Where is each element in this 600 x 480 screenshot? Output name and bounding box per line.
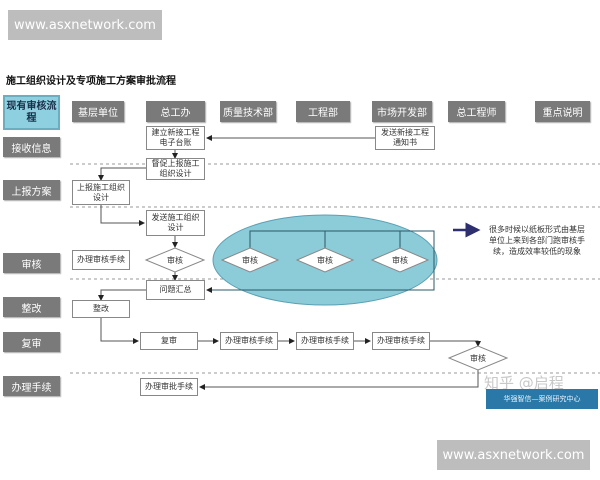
rereview-box: 复审 [140,332,198,350]
watermark-banner: 华强智信—案例研究中心 [486,389,598,409]
handle-box: 办理审核手续 [296,332,354,350]
column-header: 工程部 [296,101,350,122]
key-note: 很多时候以纸板形式由基层单位上来到各部门跑审核手续，造成效率较低的现象 [489,225,585,256]
column-header: 总工办 [146,101,205,122]
ledger-box: 建立新接工程电子台账 [146,126,205,150]
urge-box: 督促上报施工组织设计 [146,158,205,180]
handle-box: 办理审核手续 [372,332,430,350]
row-label: 审核 [3,253,60,273]
site-banner-bottom[interactable]: www.asxnetwork.com [437,440,590,470]
final-review-diamond [447,345,509,371]
diagram-title: 施工组织设计及专项施工方案审批流程 [6,76,176,87]
review-diamond [144,247,206,273]
notice-box: 发送新接工程通知书 [375,126,435,150]
send-box: 发送施工组织设计 [146,210,205,236]
column-header: 质量技术部 [220,101,276,122]
row-label: 上报方案 [3,180,60,200]
review-label: 审核 [167,255,183,265]
column-header: 总工程师 [448,101,505,122]
rectify-box: 整改 [72,300,130,318]
handle-box: 办理审核手续 [220,332,278,350]
watermark: 知乎 @启程 [484,374,564,392]
submit-box: 上报施工组织设计 [72,180,130,205]
column-header: 市场开发部 [372,101,432,122]
row-label: 复审 [3,332,60,352]
dept-review-diamond [295,247,355,273]
column-header: 重点说明 [535,101,590,122]
summary-box: 问题汇总 [146,280,205,300]
corner-label: 现有审核流程 [3,95,60,130]
handle-box: 办理审核手续 [72,250,130,270]
dept-review-label: 审核 [242,255,258,265]
row-label: 办理手续 [3,376,60,396]
site-banner-top[interactable]: www.asxnetwork.com [8,10,162,40]
dept-review-label: 审核 [392,255,408,265]
dept-review-diamond [220,247,280,273]
dept-review-label: 审核 [317,255,333,265]
final-review-label: 审核 [470,353,486,363]
row-label: 接收信息 [3,137,60,157]
row-label: 整改 [3,297,60,317]
column-header: 基层单位 [72,101,124,122]
dept-review-diamond [370,247,430,273]
approve-box: 办理审批手续 [140,378,198,396]
